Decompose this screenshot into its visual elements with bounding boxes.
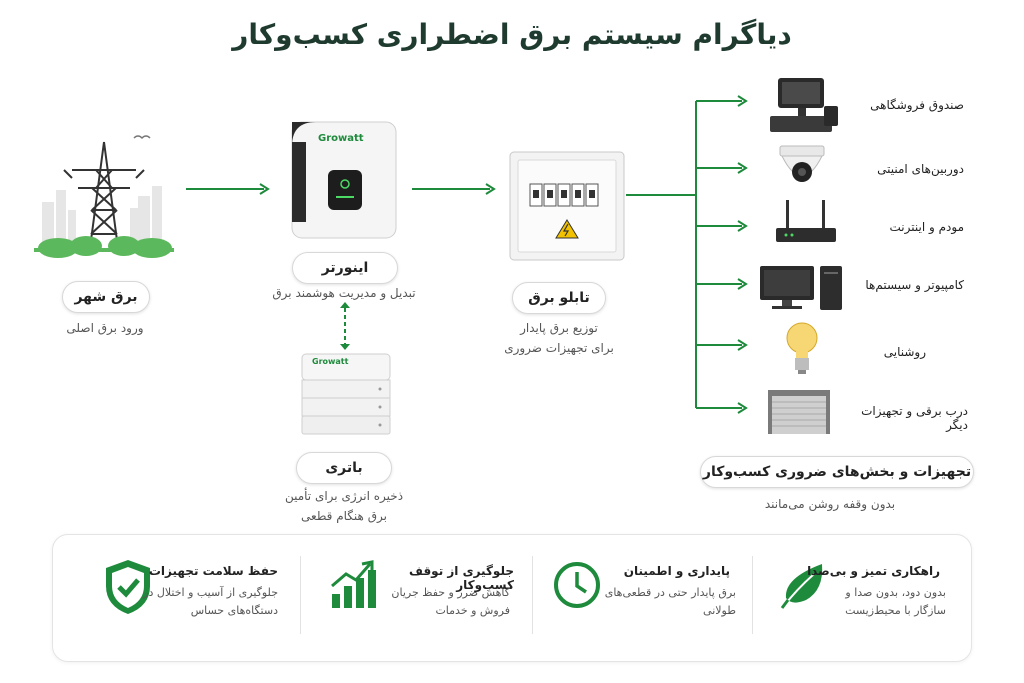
feature-title-continuity: جلوگیری از توقف کسب‌وکار	[409, 564, 514, 592]
panel-label: تابلو برق	[512, 282, 606, 314]
battery-subtitle-2: برق هنگام قطعی	[301, 509, 387, 523]
feature-title-health: حفظ سلامت تجهیزات	[148, 564, 278, 578]
growth-chart-icon	[331, 560, 376, 608]
panel-subtitle-1: توزیع برق پایدار	[520, 321, 598, 335]
router-icon	[776, 200, 836, 242]
feature-desc-health-2: دستگاه‌های حساس	[190, 604, 278, 617]
essentials-subtitle: بدون وقفه روشن می‌مانند	[764, 497, 896, 511]
device-label-pos: صندوق فروشگاهی	[870, 98, 964, 112]
inverter-label: اینورتر	[292, 252, 398, 284]
battery-subtitle-1: ذخیره انرژی برای تأمین	[284, 489, 404, 503]
clock-icon	[554, 562, 600, 608]
feature-desc-health-1: جلوگیری از آسیب و اختلال در	[143, 586, 278, 599]
power-tower-icon	[34, 135, 174, 258]
arrow-inverter-to-panel	[412, 183, 496, 195]
feature-divider	[300, 556, 301, 634]
feature-desc-continuity-1: کاهش ضرر و حفظ جریان	[391, 586, 510, 599]
feature-title-clean: راهکاری تمیز و بی‌صدا	[807, 564, 940, 578]
roller-door-icon	[768, 390, 830, 434]
pos-terminal-icon	[770, 78, 838, 132]
feature-divider	[532, 556, 533, 634]
security-camera-icon	[779, 145, 825, 182]
panel-subtitle-2: برای تجهیزات ضروری	[504, 341, 614, 355]
inverter-device-icon	[291, 121, 397, 239]
feature-desc-clean-2: سازگار با محیط‌زیست	[845, 604, 946, 617]
battery-brand: Growatt	[312, 357, 349, 366]
feature-desc-reliability-2: طولانی	[703, 604, 736, 617]
feature-desc-reliability-1: برق پایدار حتی در قطعی‌های	[604, 586, 736, 599]
device-label-computer: کامپیوتر و سیستم‌ها	[865, 278, 964, 292]
essentials-label: تجهیزات و بخش‌های ضروری کسب‌وکار	[700, 456, 974, 488]
distribution-lines	[626, 95, 748, 414]
arrow-city-to-inverter	[186, 183, 270, 195]
light-bulb-icon	[786, 322, 818, 374]
page-title: دیاگرام سیستم برق اضطراری کسب‌وکار	[232, 18, 792, 51]
device-label-light: روشنایی	[883, 345, 926, 359]
feature-divider	[752, 556, 753, 634]
device-label-door: درب برقی و تجهیزات دیگر	[861, 404, 968, 432]
arrow-inverter-battery	[340, 302, 350, 350]
leaf-icon	[780, 564, 823, 609]
features-panel	[52, 534, 972, 662]
city-power-label: برق شهر	[62, 281, 150, 313]
shield-check-icon	[106, 560, 150, 614]
feature-desc-clean-1: بدون دود، بدون صدا و	[845, 586, 946, 599]
device-label-router: مودم و اینترنت	[889, 220, 964, 234]
battery-device-icon	[301, 353, 391, 435]
electrical-panel-icon	[509, 151, 625, 261]
inverter-subtitle: تبدیل و مدیریت هوشمند برق	[272, 286, 416, 300]
feature-desc-continuity-2: فروش و خدمات	[435, 604, 510, 617]
feature-title-reliability: پایداری و اطمینان	[623, 564, 730, 578]
city-power-subtitle: ورود برق اصلی	[66, 321, 144, 335]
device-label-camera: دوربین‌های امنیتی	[877, 162, 964, 176]
inverter-brand: Growatt	[318, 133, 364, 144]
computer-icon	[760, 266, 842, 310]
battery-label: باتری	[296, 452, 392, 484]
